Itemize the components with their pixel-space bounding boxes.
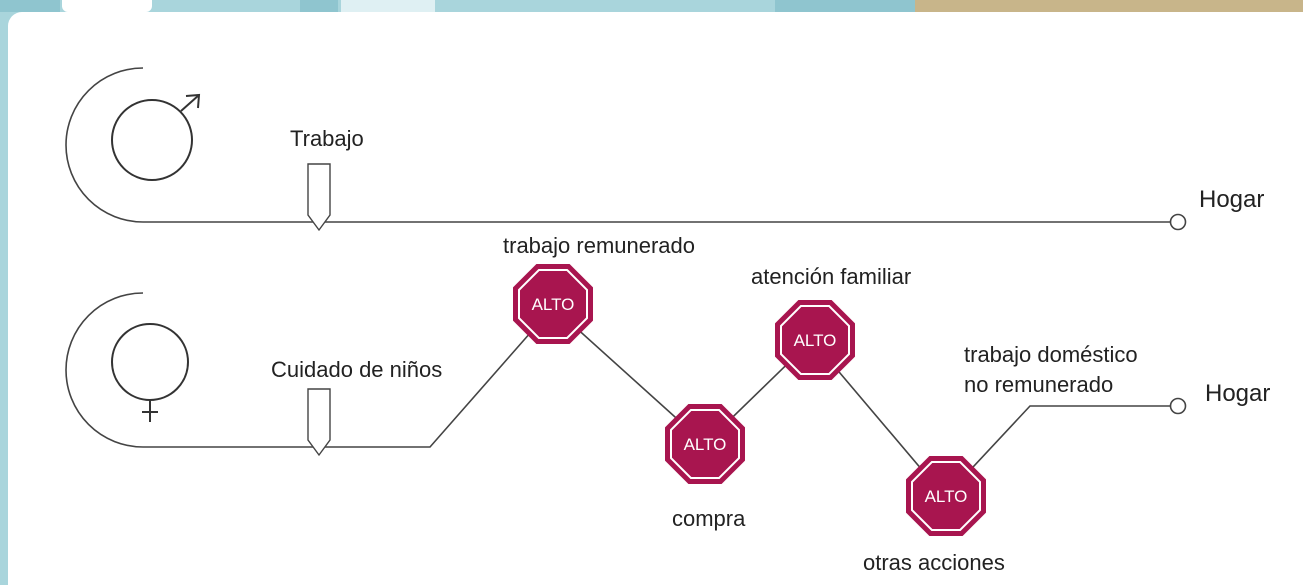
label-trabajo-remunerado: trabajo remunerado bbox=[503, 233, 695, 258]
stop-sign-icon: ALTO bbox=[513, 264, 593, 344]
female-route-line bbox=[65, 292, 1170, 499]
tab-5[interactable] bbox=[775, 0, 915, 12]
label-hogar-female: Hogar bbox=[1205, 380, 1270, 407]
tab-4[interactable] bbox=[341, 0, 435, 12]
stop-sign-text: ALTO bbox=[794, 331, 837, 350]
label-otras-acciones: otras acciones bbox=[863, 550, 1005, 575]
stop-sign-text: ALTO bbox=[684, 435, 727, 454]
circle-endpoint-icon bbox=[1169, 213, 1187, 231]
content-panel bbox=[8, 12, 1303, 585]
label-no-remunerado: no remunerado bbox=[964, 372, 1113, 397]
tab-3[interactable] bbox=[300, 0, 338, 12]
stop-sign-text: ALTO bbox=[532, 295, 575, 314]
stop-sign-icon: ALTO bbox=[906, 456, 986, 536]
male-path: Trabajo Hogar bbox=[65, 67, 1264, 232]
stop-sign-text: ALTO bbox=[925, 487, 968, 506]
stop-sign-icon: ALTO bbox=[775, 300, 855, 380]
male-symbol-icon bbox=[111, 93, 201, 181]
male-route-line bbox=[65, 67, 1170, 223]
tab-2[interactable] bbox=[62, 0, 152, 12]
circle-endpoint-icon bbox=[1169, 397, 1187, 415]
label-atencion-familiar: atención familiar bbox=[751, 264, 911, 289]
marker-cuidado bbox=[307, 388, 331, 457]
label-hogar-male: Hogar bbox=[1199, 186, 1264, 213]
tab-1[interactable] bbox=[0, 0, 60, 12]
label-trabajo-domestico: trabajo doméstico bbox=[964, 342, 1138, 367]
label-cuidado-de-ninos: Cuidado de niños bbox=[271, 357, 442, 382]
accent-bar bbox=[915, 0, 1303, 12]
label-compra: compra bbox=[672, 506, 746, 531]
stop-sign-icon: ALTO bbox=[665, 404, 745, 484]
label-trabajo: Trabajo bbox=[290, 126, 364, 151]
female-path: Cuidado de niños ALTO trabajo remunerado… bbox=[65, 233, 1270, 575]
marker-trabajo bbox=[307, 163, 331, 232]
top-tab-bar bbox=[0, 0, 1303, 12]
female-symbol-icon bbox=[111, 323, 189, 422]
